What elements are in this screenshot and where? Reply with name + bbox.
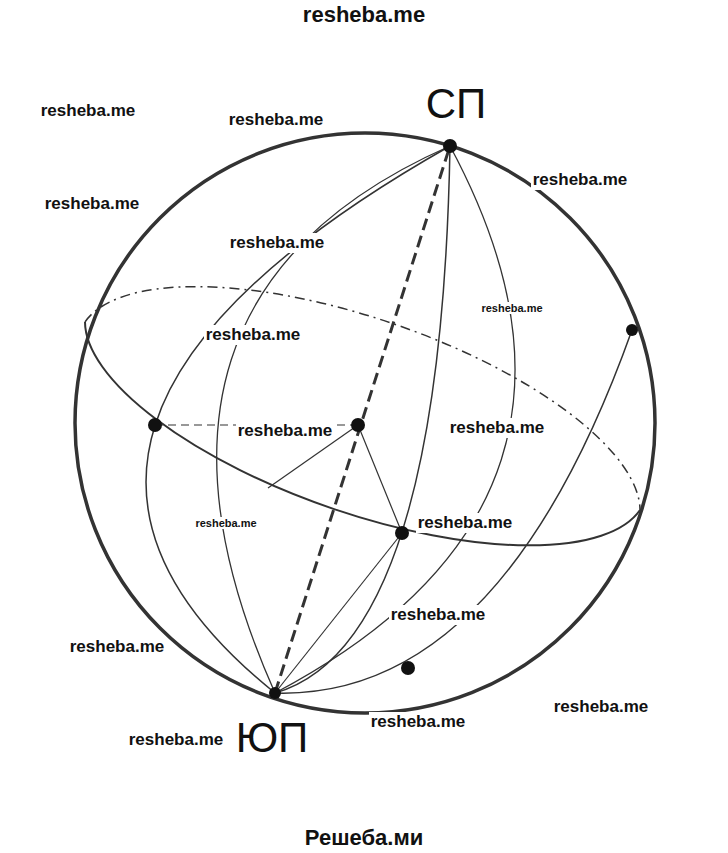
- watermark: resheba.me: [416, 513, 515, 533]
- point-dot: [395, 526, 409, 540]
- watermark: resheba.me: [39, 101, 138, 121]
- watermark: resheba.me: [127, 730, 226, 750]
- pole-dot: [269, 687, 281, 699]
- equator-front: [85, 322, 640, 545]
- watermark: resheba.me: [479, 302, 544, 315]
- meridian: [275, 330, 632, 693]
- radius: [358, 425, 402, 533]
- caption-watermark: Решеба.ми: [303, 825, 425, 850]
- watermark: resheba.me: [369, 712, 468, 732]
- watermark: resheba.me: [552, 697, 651, 717]
- point-dot: [401, 661, 415, 675]
- watermark: resheba.me: [448, 418, 547, 438]
- center-dot: [351, 418, 365, 432]
- point-dot: [626, 324, 638, 336]
- pole-label: СП: [424, 80, 489, 128]
- chord: [275, 533, 402, 693]
- watermark: resheba.me: [228, 233, 327, 253]
- sphere-outline: [75, 133, 655, 713]
- point-dot: [148, 418, 162, 432]
- watermark: resheba.me: [43, 194, 142, 214]
- watermark: resheba.me: [236, 421, 335, 441]
- equator-back: [85, 287, 640, 510]
- watermark: resheba.me: [68, 637, 167, 657]
- watermark: resheba.me: [531, 170, 630, 190]
- watermark: resheba.me: [389, 605, 488, 625]
- watermark: resheba.me: [193, 517, 258, 530]
- watermark: resheba.me: [301, 2, 427, 27]
- watermark: resheba.me: [204, 325, 303, 345]
- pole-dot: [443, 139, 457, 153]
- pole-label: ЮП: [234, 714, 311, 762]
- watermark: resheba.me: [227, 110, 326, 130]
